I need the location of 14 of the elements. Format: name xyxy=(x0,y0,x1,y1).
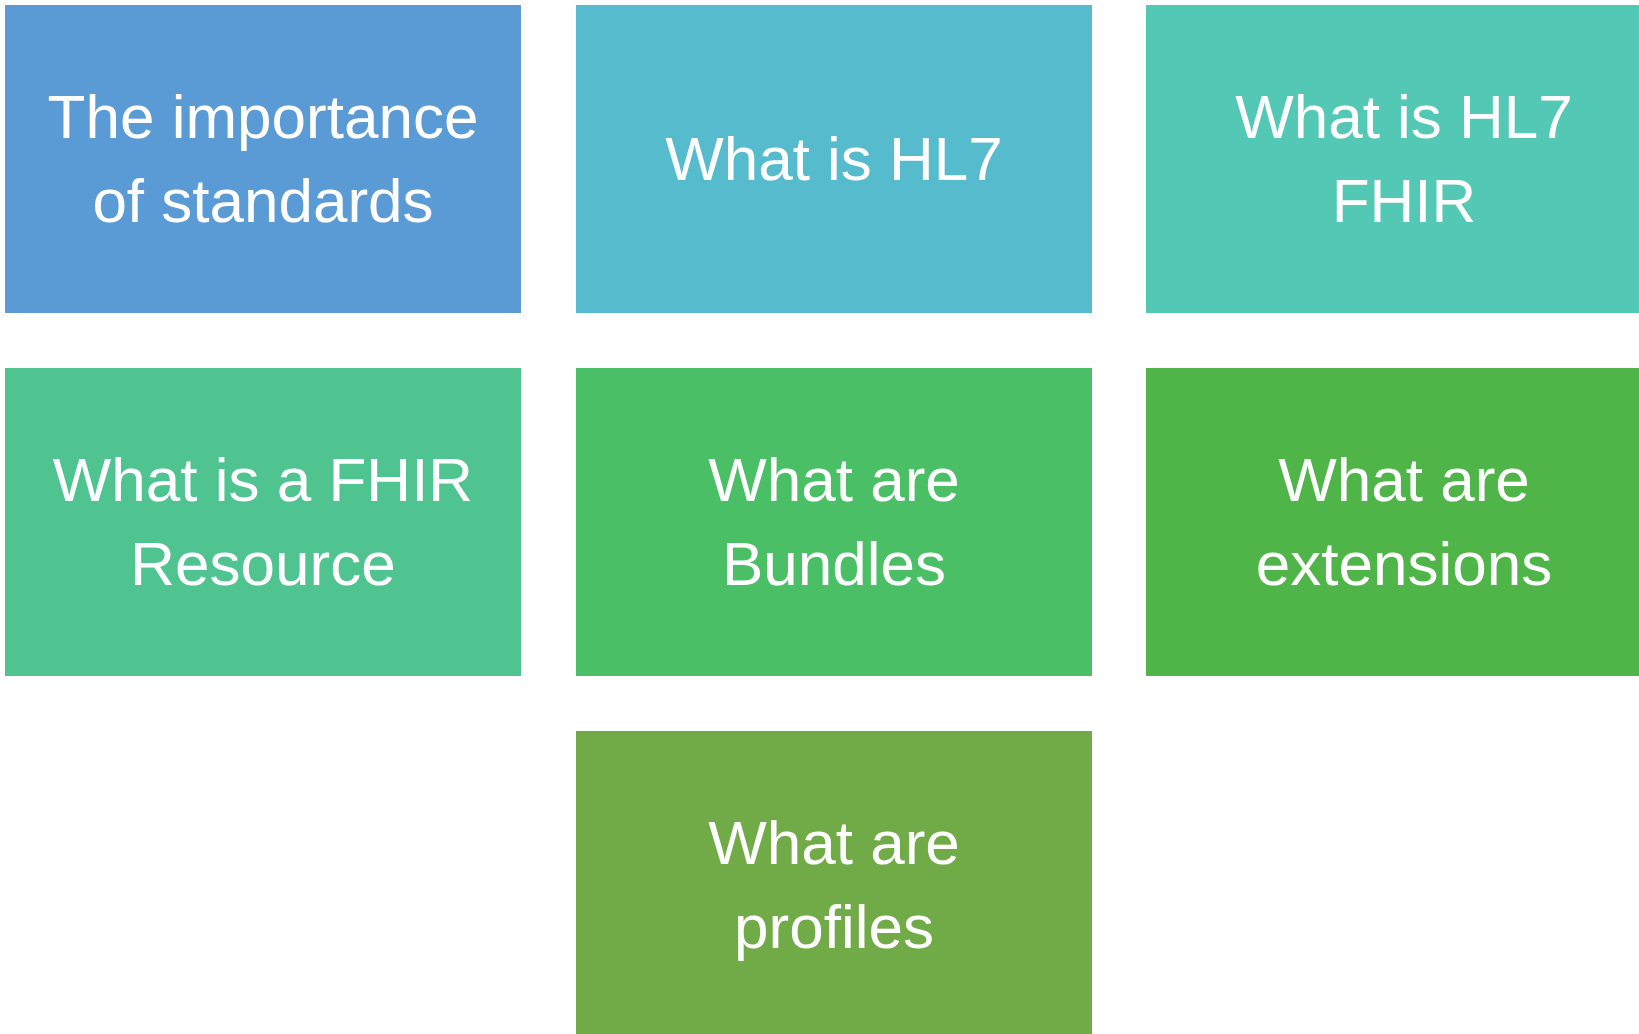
topic-box xyxy=(1146,368,1639,676)
topic-box xyxy=(5,368,521,676)
topic-text: What are extensions xyxy=(1254,444,1554,600)
topic-box xyxy=(576,731,1092,1034)
topic-box xyxy=(576,368,1092,676)
topic-text: What is a FHIR Resource xyxy=(51,444,475,600)
topic-text: What are Bundles xyxy=(707,444,961,600)
topic-box xyxy=(5,5,521,313)
topic-text: What is HL7 FHIR xyxy=(1234,81,1574,237)
topic-text: What are profiles xyxy=(707,807,961,963)
topic-box xyxy=(576,5,1092,313)
topic-text: The importance of standards xyxy=(46,81,480,237)
topic-box xyxy=(1146,5,1639,313)
topic-text: What is HL7 xyxy=(665,123,1003,195)
